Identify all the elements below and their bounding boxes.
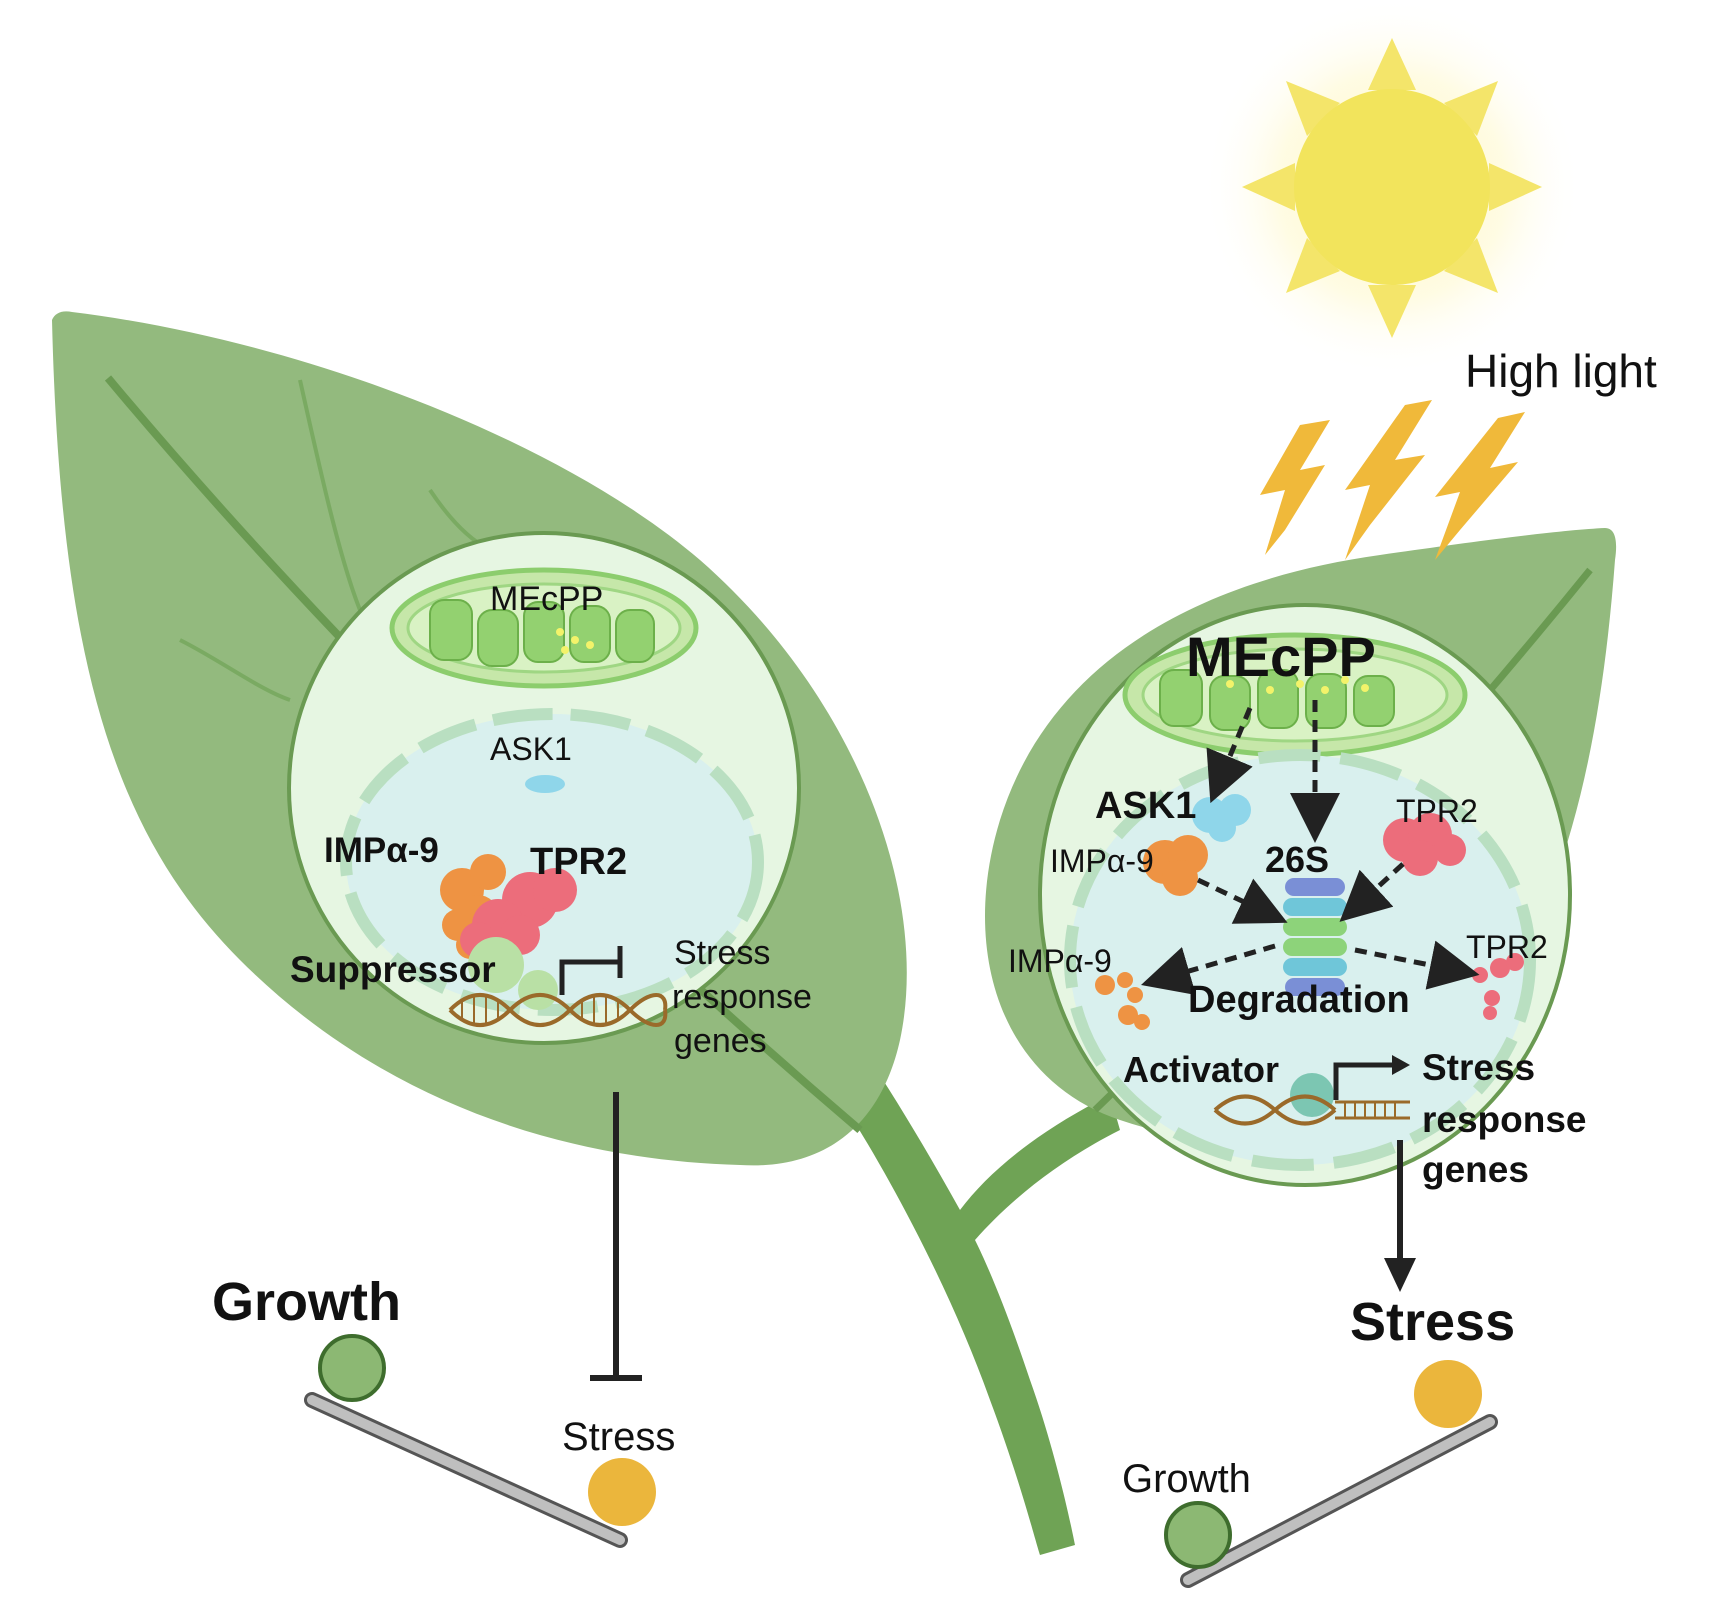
left-mecpp-label: MEcPP xyxy=(490,580,603,618)
chloroplast-icon xyxy=(389,567,699,689)
left-genes-line3: genes xyxy=(674,1022,767,1060)
suppressor-protein xyxy=(468,937,524,993)
right-stress-ball xyxy=(1414,1360,1482,1428)
dna-icon xyxy=(448,993,668,1027)
sun-icon xyxy=(1202,0,1582,377)
left-tpr2-label: TPR2 xyxy=(530,841,627,883)
left-inhibition-arrow xyxy=(590,1092,642,1381)
left-genes-line2: response xyxy=(672,978,812,1016)
dna-icon xyxy=(1213,1094,1410,1126)
left-impa9-label: IMPα-9 xyxy=(324,831,439,870)
left-ask1-label: ASK1 xyxy=(490,731,572,767)
right-tpr2-label: TPR2 xyxy=(1396,793,1478,829)
right-activation-arrow xyxy=(1384,1140,1416,1292)
left-stress-ball xyxy=(588,1458,656,1526)
high-light-label: High light xyxy=(1465,345,1657,397)
degradation-label: Degradation xyxy=(1188,979,1410,1021)
ask1-protein xyxy=(525,775,565,793)
right-tpr2-degraded-label: TPR2 xyxy=(1466,929,1548,965)
left-suppressor-label: Suppressor xyxy=(290,949,496,990)
right-ask1-label: ASK1 xyxy=(1095,785,1196,827)
left-growth-ball xyxy=(318,1334,386,1402)
right-impa9-degraded-label: IMPα-9 xyxy=(1008,943,1112,979)
right-growth-ball xyxy=(1164,1501,1232,1569)
chloroplast-icon xyxy=(1122,632,1468,758)
right-stress-label: Stress xyxy=(1350,1292,1515,1352)
right-genes-line1: Stress xyxy=(1422,1047,1535,1088)
left-growth-label: Growth xyxy=(212,1272,401,1332)
left-cell xyxy=(287,531,801,1045)
activator-label: Activator xyxy=(1123,1049,1279,1090)
right-seesaw-icon xyxy=(1164,1360,1498,1588)
right-mecpp-label: MEcPP xyxy=(1186,625,1376,688)
repressed-promoter-mark xyxy=(559,959,620,995)
tpr2-fragments xyxy=(1472,953,1524,1020)
right-genes-line2: response xyxy=(1422,1099,1587,1140)
activator-protein xyxy=(1290,1073,1334,1117)
impa9-protein xyxy=(1143,835,1208,896)
right-impa9-label: IMPα-9 xyxy=(1050,843,1154,879)
right-pathway-arrows xyxy=(1140,700,1480,996)
lightning-icon xyxy=(1260,400,1525,560)
right-cell xyxy=(1038,603,1572,1187)
right-26s-label: 26S xyxy=(1265,839,1329,880)
right-growth-label: Growth xyxy=(1122,1457,1251,1501)
left-stress-label: Stress xyxy=(562,1415,675,1459)
tpr2-protein xyxy=(1383,813,1466,876)
proteasome-icon xyxy=(1283,878,1347,996)
left-seesaw-icon xyxy=(304,1334,656,1548)
right-genes-line3: genes xyxy=(1422,1149,1529,1190)
active-promoter-arrow xyxy=(1333,1062,1395,1100)
impa9-fragments xyxy=(1095,972,1150,1030)
left-genes-line1: Stress xyxy=(674,934,770,972)
